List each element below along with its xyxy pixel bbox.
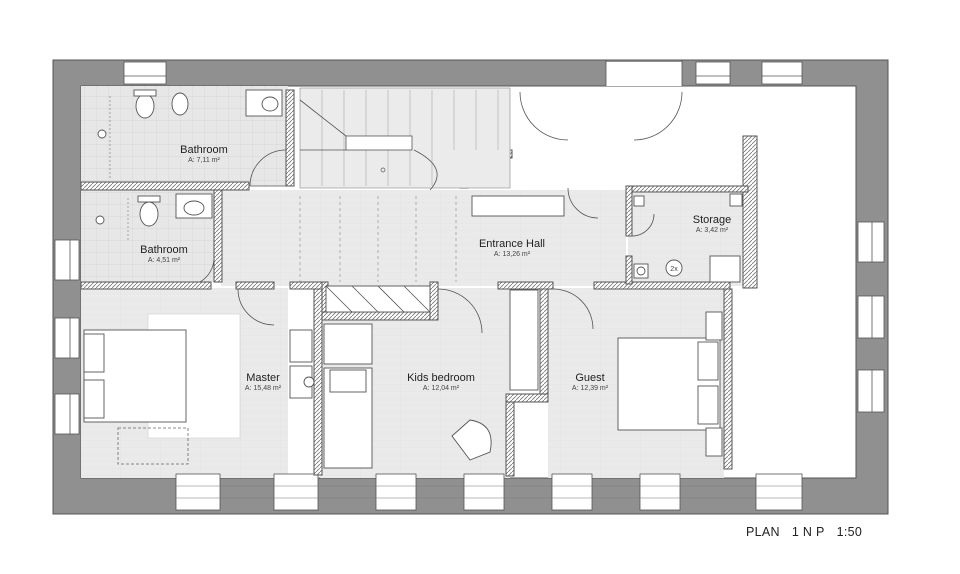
caption-scale: 1:50 (836, 525, 863, 539)
boiler-label: 2x (670, 266, 678, 273)
room-name-kids-bedroom: Kids bedroom (407, 372, 475, 384)
storage-fixtures (633, 193, 743, 283)
doors (199, 60, 683, 334)
plan-caption: PLAN 1 N P 1:50 (746, 525, 874, 539)
room-name-storage: Storage (693, 214, 732, 226)
room-area-kids-bedroom: A: 12,04 m² (423, 385, 460, 392)
caption-floor: 1 N P (791, 525, 825, 539)
room-name-entrance-hall: Entrance Hall (479, 238, 545, 250)
room-area-bathroom-1: A: 7,11 m² (188, 157, 220, 164)
kids-bedroom-furniture (323, 285, 492, 469)
hall-cabinet (471, 195, 565, 217)
windows (54, 61, 885, 511)
caption-label: PLAN (746, 525, 780, 539)
room-area-guest: A: 12,39 m² (572, 385, 609, 392)
room-area-master: A: 15,48 m² (245, 385, 282, 392)
room-name-bathroom-1: Bathroom (180, 144, 228, 156)
room-labels: Bathroom A: 7,11 m² Bathroom A: 4,51 m² … (140, 144, 731, 392)
room-name-guest: Guest (575, 372, 604, 384)
room-name-bathroom-2: Bathroom (140, 244, 188, 256)
room-area-bathroom-2: A: 4,51 m² (148, 257, 181, 264)
room-name-master: Master (246, 372, 280, 384)
guest-bedroom-furniture (509, 289, 723, 457)
room-area-storage: A: 3,42 m² (696, 227, 729, 234)
stairs (299, 87, 511, 282)
bathroom-fixtures (95, 89, 283, 240)
master-bedroom-furniture (83, 313, 315, 465)
room-area-entrance-hall: A: 13,26 m² (494, 251, 531, 258)
